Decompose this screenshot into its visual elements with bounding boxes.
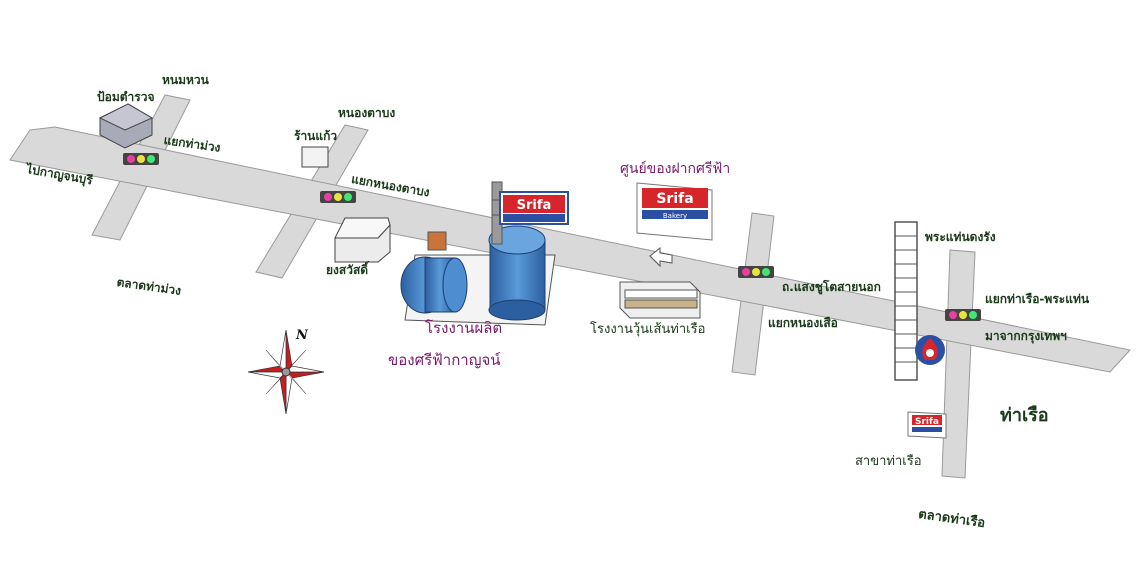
label-nong-ta-bong: หนองตาบง	[338, 106, 396, 120]
glass-shop-building	[301, 146, 329, 168]
gas-station-icon	[915, 335, 945, 365]
label-factory-line2: ของศรีฟ้ากาญจน์	[388, 351, 501, 369]
label-tha-ruea-branch: สาขาท่าเรือ	[855, 454, 922, 469]
compass-rose-icon	[247, 329, 325, 415]
yongsawat-building	[334, 217, 391, 263]
label-noodle-factory: โรงงานวุ้นเส้นท่าเรือ	[590, 322, 706, 337]
label-nong-muang: หนมหวน	[162, 73, 209, 87]
label-yaek-nong-suea: แยกหนองเสือ	[768, 316, 838, 330]
direction-arrow-icon	[649, 246, 673, 268]
noodle-factory-building	[619, 281, 701, 319]
label-glass-shop: ร้านแก้ว	[294, 129, 338, 143]
label-factory-line1: โรงงานผลิต	[425, 319, 503, 337]
srifa-sign-factory: Srifa	[499, 191, 569, 225]
traffic-light-icon	[123, 153, 159, 165]
label-yaek-tha-ruea: แยกท่าเรือ-พระแท่น	[985, 292, 1090, 306]
traffic-light-icon	[945, 309, 981, 321]
compass-north-label: N	[295, 328, 309, 343]
traffic-light-icon	[320, 191, 356, 203]
road-phra-thaen	[941, 249, 976, 479]
label-yongsawat: ยงสวัสดิ์	[326, 263, 369, 277]
srifa-logo-text-1: Srifa	[517, 198, 552, 213]
label-srifa-center: ศูนย์ของฝากศรีฟ้า	[620, 161, 731, 177]
police-box	[98, 103, 154, 149]
label-police-box: ป้อมตำรวจ	[97, 90, 155, 104]
label-phra-thaen: พระแท่นดงรัง	[925, 230, 996, 244]
srifa-logo-text-2: Srifa	[656, 191, 693, 207]
traffic-light-icon	[738, 266, 774, 278]
srifa-branch-sign: Srifa	[907, 411, 947, 439]
main-road	[9, 126, 1131, 373]
srifa-center-sign: Srifa Bakery	[636, 182, 713, 241]
label-from-bangkok: มาจากกรุงเทพฯ	[985, 329, 1067, 343]
label-saeng-chuto-road: ถ.แสงชูโตสายนอก	[782, 280, 881, 294]
srifa-logo-text-3: Srifa	[915, 417, 939, 427]
srifa-logo-sub: Bakery	[663, 212, 687, 220]
label-tha-ruea: ท่าเรือ	[1000, 405, 1049, 426]
railway-track-icon	[894, 221, 918, 381]
factory-complex	[400, 181, 556, 326]
